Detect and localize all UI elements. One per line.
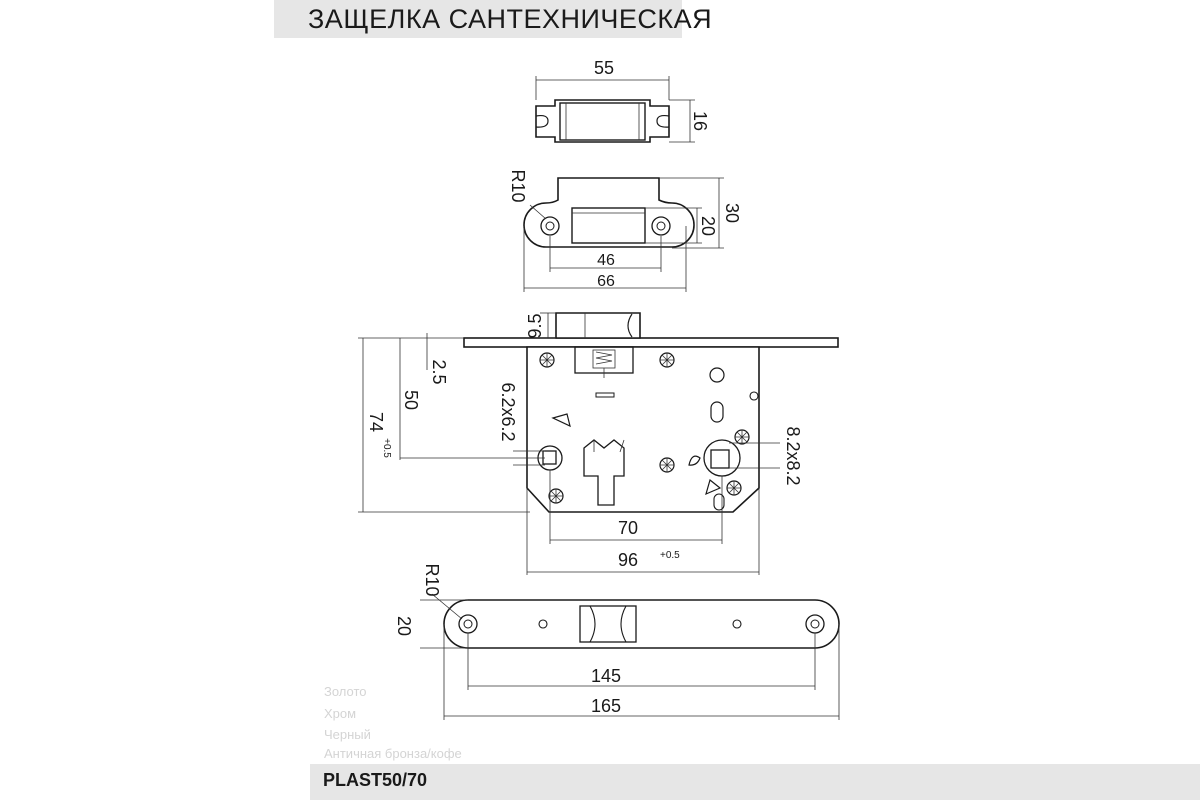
faceplate: [420, 593, 840, 720]
backset-a-label: 50: [401, 390, 421, 410]
finish-gold: Золото: [324, 684, 367, 699]
finish-antique-bronze: Античная бронза/кофе: [324, 746, 462, 761]
keeper-inner-height-label: 20: [698, 216, 718, 236]
faceplate-hole-distance-label: 145: [591, 666, 621, 686]
keeper-radius-label: R10: [508, 169, 528, 202]
body-width-label: 96: [618, 550, 638, 570]
latch-offset-label: 9.5: [525, 313, 545, 338]
page-title: ЗАЩЕЛКА САНТЕХНИЧЕСКАЯ: [308, 4, 713, 34]
keeper-outer-width-label: 66: [597, 273, 615, 290]
faceplate-length-label: 165: [591, 696, 621, 716]
keeper-plate: [523, 177, 724, 292]
title-band: [274, 0, 682, 38]
keeper-inner-width-label: 46: [597, 252, 615, 269]
lock-body: [358, 312, 839, 575]
backset-b-label: 74: [366, 412, 386, 432]
top-offset-label: 2.5: [429, 359, 449, 384]
backset-b-tolerance: +0.5: [381, 438, 392, 458]
strike-plate: [535, 76, 695, 143]
footer-band: [310, 764, 1200, 800]
finish-black: Черный: [324, 727, 371, 742]
strike-width-label: 55: [594, 58, 614, 78]
strike-height-label: 16: [690, 111, 710, 131]
faceplate-height-label: 20: [394, 616, 414, 636]
center-distance-label: 70: [618, 518, 638, 538]
model-name: PLAST50/70: [323, 770, 428, 790]
faceplate-radius-label: R10: [422, 563, 442, 596]
finish-chrome: Хром: [324, 706, 357, 721]
spindle-left-label: 6.2x6.2: [498, 382, 518, 441]
spindle-right-label: 8.2x8.2: [783, 426, 803, 485]
keeper-outer-height-label: 30: [722, 203, 742, 223]
body-width-tolerance: +0.5: [660, 550, 680, 561]
